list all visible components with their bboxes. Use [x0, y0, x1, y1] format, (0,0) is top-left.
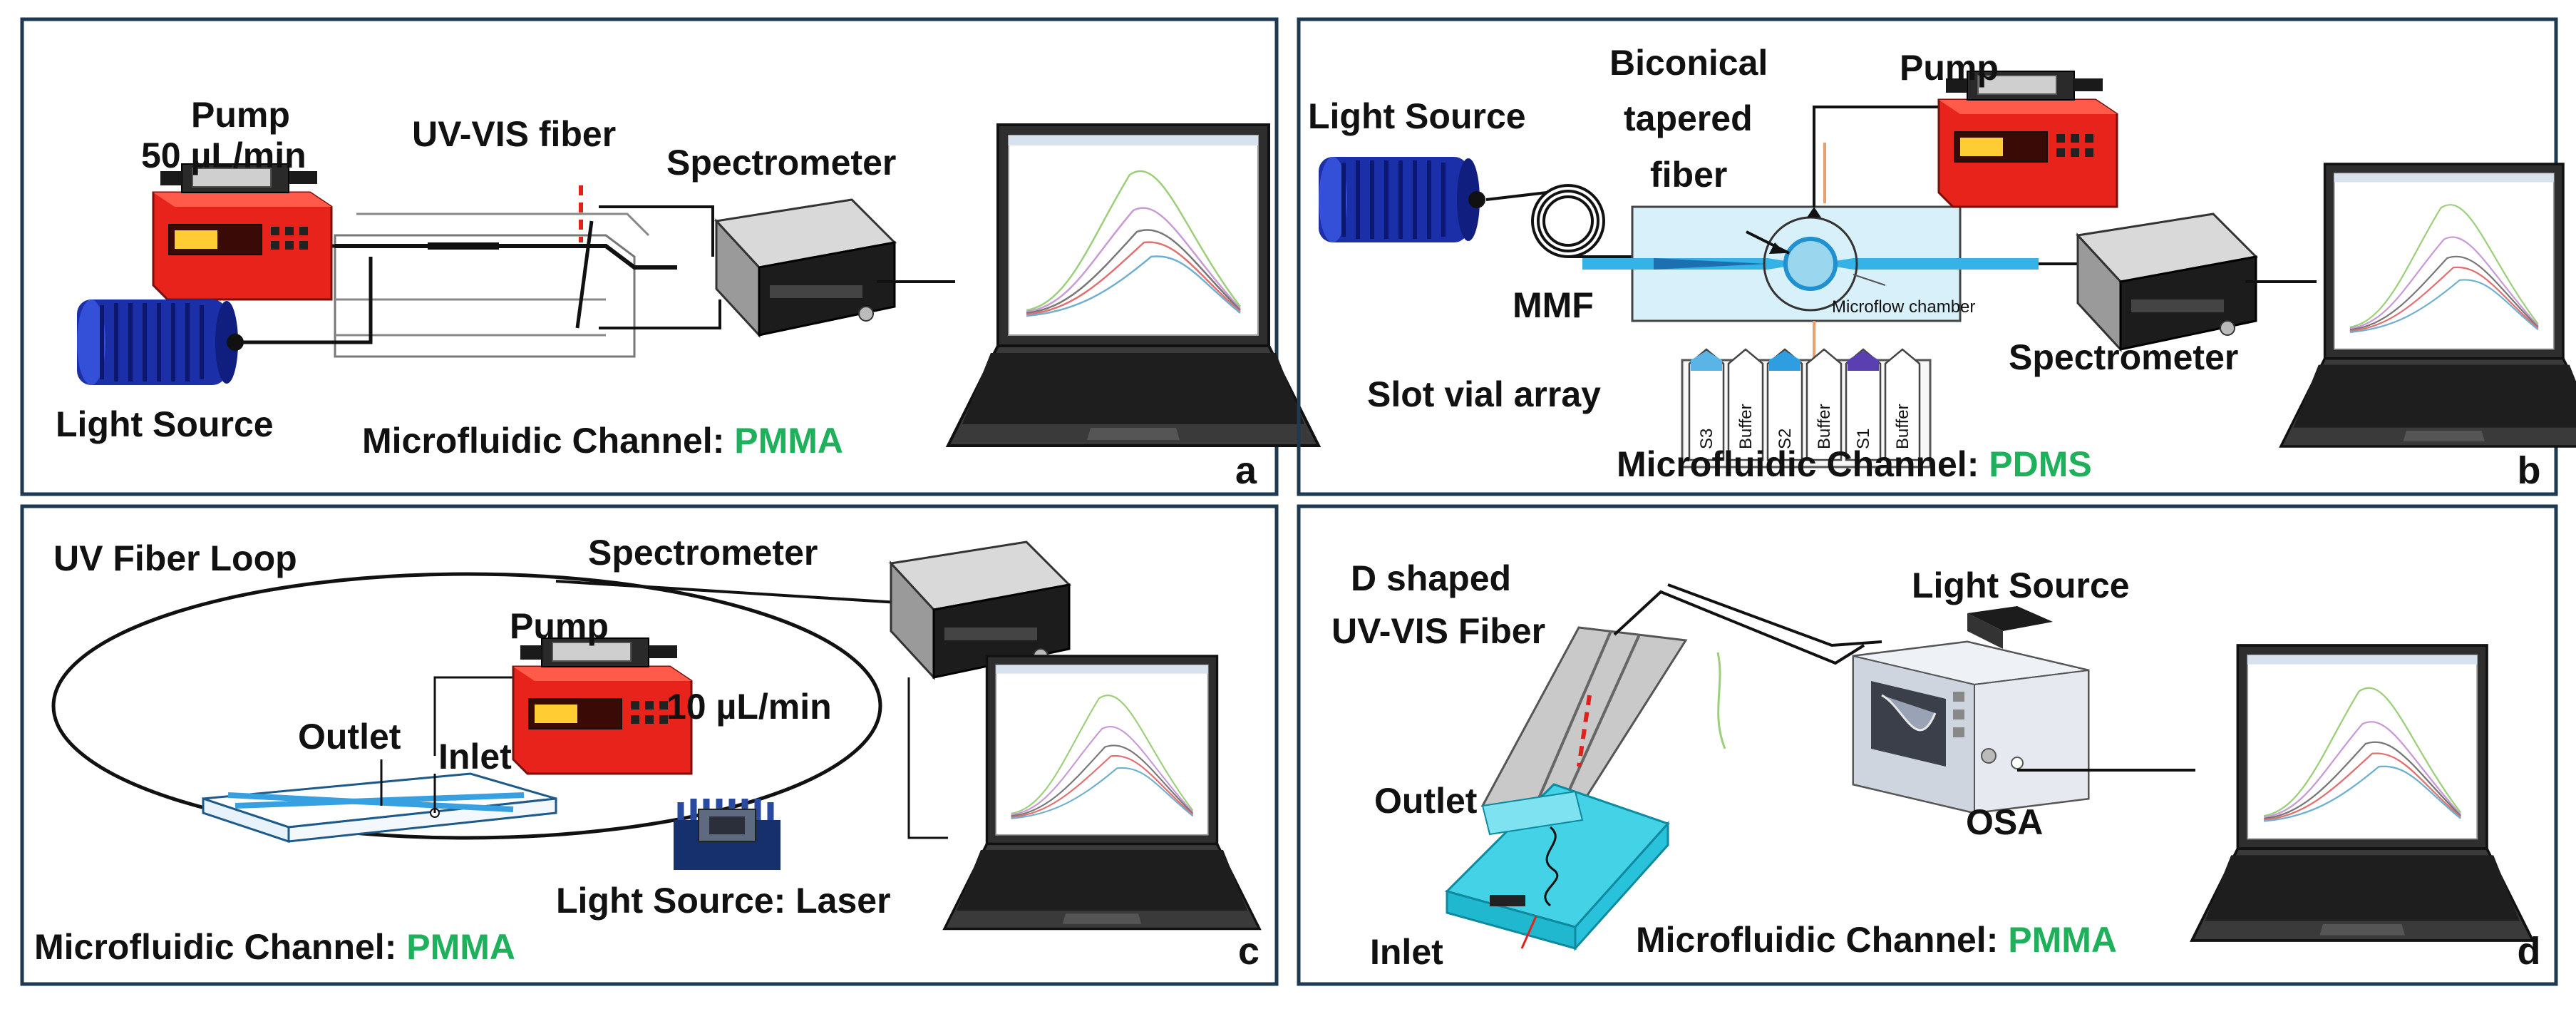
uv-fiber-loop	[51, 572, 882, 840]
channel-label-a: Microfluidic Channel: PMMA	[362, 421, 843, 461]
vial-4: Buffer	[1815, 404, 1834, 449]
light-source-label-a: Light Source	[56, 404, 274, 444]
laptop-d	[2190, 644, 2535, 942]
lamp-b	[1319, 157, 1485, 242]
panel-c: UV Fiber Loop Spectrometer Pump 10 µL/mi…	[20, 504, 1279, 986]
d-fiber-holder	[1480, 626, 1688, 821]
inlet-label-c: Inlet	[438, 737, 512, 777]
panel-c-frame	[20, 504, 1279, 986]
fiber-label-a: UV-VIS fiber	[412, 114, 616, 154]
pmma-chip-d	[1445, 783, 1670, 951]
mmf-label: MMF	[1513, 285, 1594, 325]
chamber-label: Microflow chamber	[1832, 297, 1975, 317]
outlet-label-d: Outlet	[1374, 781, 1478, 821]
laptop-a	[947, 123, 1320, 447]
pmma-chip-c	[202, 772, 557, 844]
vial-5: S1	[1854, 429, 1873, 449]
pump-label-a: Pump	[191, 95, 290, 135]
slot-vial-array: S3 Buffer S2 Buffer S1 Buffer	[1681, 348, 1932, 468]
panel-d: D shaped UV-VIS Fiber Light Source Outle…	[1297, 504, 2558, 986]
inlet-label-d: Inlet	[1370, 932, 1443, 972]
vial-6: Buffer	[1893, 404, 1912, 449]
panel-b: S3 Buffer S2 Buffer S1 Buffer Light Sour…	[1297, 17, 2576, 496]
osa	[1852, 606, 2090, 814]
flow-rate-a: 50 µL/min	[141, 135, 306, 175]
panel-a: Pump 50 µL/min UV-VIS fiber Spectrometer…	[20, 17, 1320, 496]
channel-label-b: Microfluidic Channel: PDMS	[1617, 444, 2092, 484]
pump-c	[512, 637, 693, 775]
microflow-chamber	[1783, 237, 1838, 291]
channel-label-c: Microfluidic Channel: PMMA	[34, 927, 515, 967]
pump-label-c: Pump	[510, 606, 609, 646]
biconical-fiber	[1582, 258, 2039, 270]
fiber-label-b-3: fiber	[1650, 155, 1727, 195]
spectrometer-a	[715, 198, 896, 337]
light-source-label-b: Light Source	[1308, 96, 1526, 136]
spectrometer-label-c: Spectrometer	[588, 533, 818, 573]
flow-rate-c: 10 µL/min	[666, 687, 832, 727]
panel-d-frame	[1297, 504, 2558, 986]
pump-b	[1937, 70, 2118, 208]
outlet-label-c: Outlet	[298, 717, 401, 757]
channel-material-b: PDMS	[1989, 444, 2091, 484]
vial-array-label: Slot vial array	[1367, 374, 1601, 414]
pump-a	[152, 163, 333, 301]
vial-1: S3	[1697, 429, 1716, 449]
light-source-label-c: Light Source: Laser	[556, 881, 891, 921]
vial-3: S2	[1776, 429, 1795, 449]
osa-label: OSA	[1966, 802, 2043, 842]
fiber-label-b-2: tapered	[1624, 98, 1753, 138]
fiber-label-d-2: UV-VIS Fiber	[1331, 611, 1545, 651]
spectrometer-b	[2076, 212, 2257, 351]
panel-a-frame	[20, 17, 1279, 496]
channel-prefix-b: Microfluidic Channel:	[1617, 444, 1989, 484]
mmf-coil	[1485, 184, 1632, 258]
channel-material-c: PMMA	[406, 927, 515, 967]
channel-material-a: PMMA	[734, 421, 843, 461]
fiber-label-b-1: Biconical	[1609, 43, 1768, 83]
dashed-pointer-d	[1577, 695, 1592, 767]
spectro-link-a	[599, 205, 714, 257]
spectrometer-label-a: Spectrometer	[666, 143, 896, 183]
fiber-a	[335, 220, 677, 329]
panel-letter-d: d	[2518, 930, 2541, 973]
light-source-label-d: Light Source	[1912, 565, 2130, 605]
lamp-link-a	[235, 257, 373, 344]
channel-label-d: Microfluidic Channel: PMMA	[1636, 920, 2117, 960]
laser-c	[674, 799, 780, 870]
loop-label: UV Fiber Loop	[53, 538, 297, 578]
channel-prefix-c: Microfluidic Channel:	[34, 927, 406, 967]
channel-material-d: PMMA	[2008, 920, 2117, 960]
spectrometer-label-b: Spectrometer	[2009, 337, 2238, 377]
laptop-b	[2279, 163, 2576, 448]
panel-letter-a: a	[1235, 449, 1257, 492]
channel-prefix-d: Microfluidic Channel:	[1636, 920, 2008, 960]
channel-prefix-a: Microfluidic Channel:	[362, 421, 734, 461]
fiber-label-d-1: D shaped	[1351, 558, 1511, 598]
panel-letter-c: c	[1238, 930, 1259, 973]
lamp-a	[77, 299, 244, 385]
microfluidic-tube-a	[334, 212, 650, 358]
pump-label-b: Pump	[1900, 48, 1999, 88]
laptop-c	[943, 655, 1261, 931]
vial-2: Buffer	[1736, 404, 1756, 449]
panel-letter-b: b	[2518, 449, 2541, 492]
